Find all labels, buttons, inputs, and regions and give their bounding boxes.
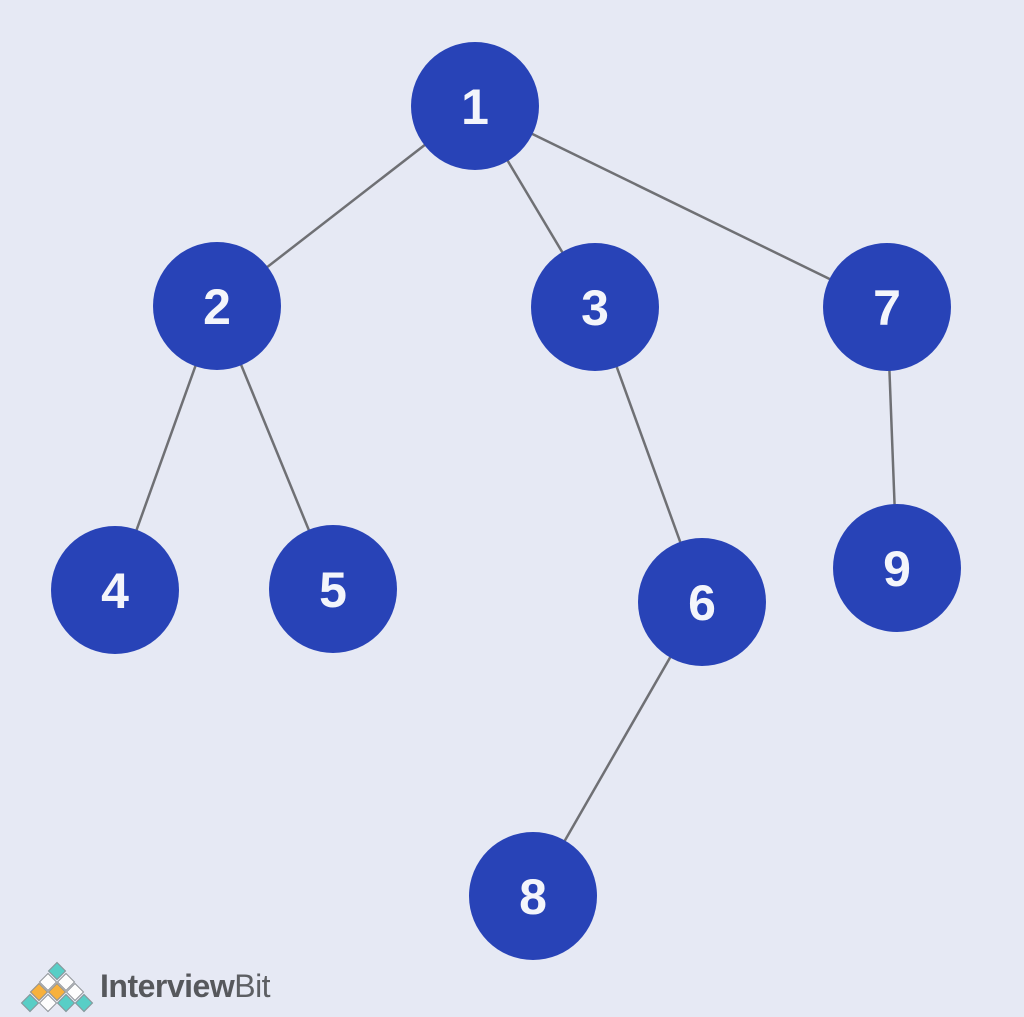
tree-node-6 [638,538,766,666]
tree-node-label-9: 9 [883,541,911,597]
tree-edge-1-7 [474,104,888,309]
tree-node-label-6: 6 [688,575,716,631]
tree-node-label-4: 4 [101,563,129,619]
tree-node-9 [833,504,961,632]
tree-node-3 [531,243,659,371]
brand-text-interview: Interview [100,967,235,1004]
tree-node-label-5: 5 [319,562,347,618]
tree-node-label-8: 8 [519,869,547,925]
brand-text-bit: Bit [234,967,271,1004]
tree-node-label-3: 3 [581,280,609,336]
tree-node-5 [269,525,397,653]
tree-node-8 [469,832,597,960]
interviewbit-logo: InterviewBit [20,961,271,1013]
tree-node-2 [153,242,281,370]
interviewbit-wordmark: InterviewBit [100,967,271,1006]
tree-node-label-2: 2 [203,279,231,335]
interviewbit-pyramid-icon [20,961,94,1013]
tree-node-label-1: 1 [461,79,489,135]
tree-node-7 [823,243,951,371]
tree-node-1 [411,42,539,170]
tree-node-label-7: 7 [873,280,901,336]
tree-node-4 [51,526,179,654]
